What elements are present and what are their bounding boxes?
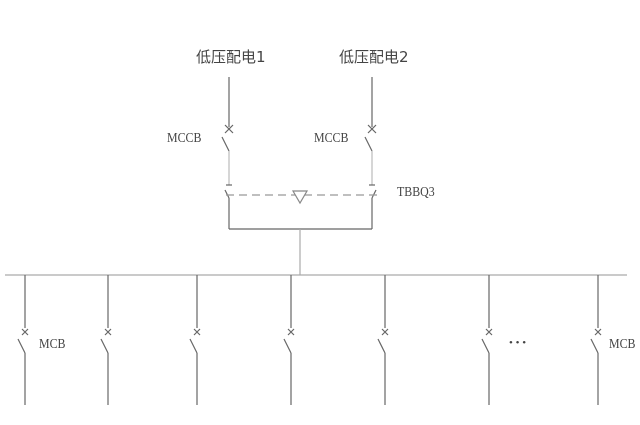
source-1-label: 低压配电1 xyxy=(196,48,266,66)
feeder-1 xyxy=(17,275,29,405)
feeder-5 xyxy=(377,275,389,405)
feeder-6 xyxy=(481,275,493,405)
breaker-x-mark xyxy=(381,328,389,336)
feeder-breaker-label-first: MCB xyxy=(39,337,66,352)
breaker-x-mark xyxy=(104,328,112,336)
feeder-breaker-label-last: MCB xyxy=(609,337,636,352)
feeders xyxy=(17,275,602,405)
transfer-switch-label: TBBQ3 xyxy=(397,185,435,200)
breaker-x-mark xyxy=(193,328,201,336)
source-2-label: 低压配电2 xyxy=(339,48,409,66)
source-2-circuit xyxy=(364,77,377,229)
breaker-x-mark xyxy=(21,328,29,336)
breaker-x-mark xyxy=(287,328,295,336)
source-2-breaker-label: MCCB xyxy=(314,131,349,146)
interlock-triangle-icon xyxy=(291,190,309,205)
feeder-4 xyxy=(283,275,295,405)
feeder-2 xyxy=(100,275,112,405)
breaker-x-mark xyxy=(594,328,602,336)
breaker-x-mark xyxy=(367,124,377,134)
breaker-x-mark xyxy=(224,124,234,134)
breaker-x-mark xyxy=(485,328,493,336)
feeder-ellipsis: • • • xyxy=(509,337,527,349)
source-1-circuit xyxy=(221,77,234,229)
feeder-3 xyxy=(189,275,201,405)
source-1-breaker-label: MCCB xyxy=(167,131,202,146)
feeder-7 xyxy=(590,275,602,405)
